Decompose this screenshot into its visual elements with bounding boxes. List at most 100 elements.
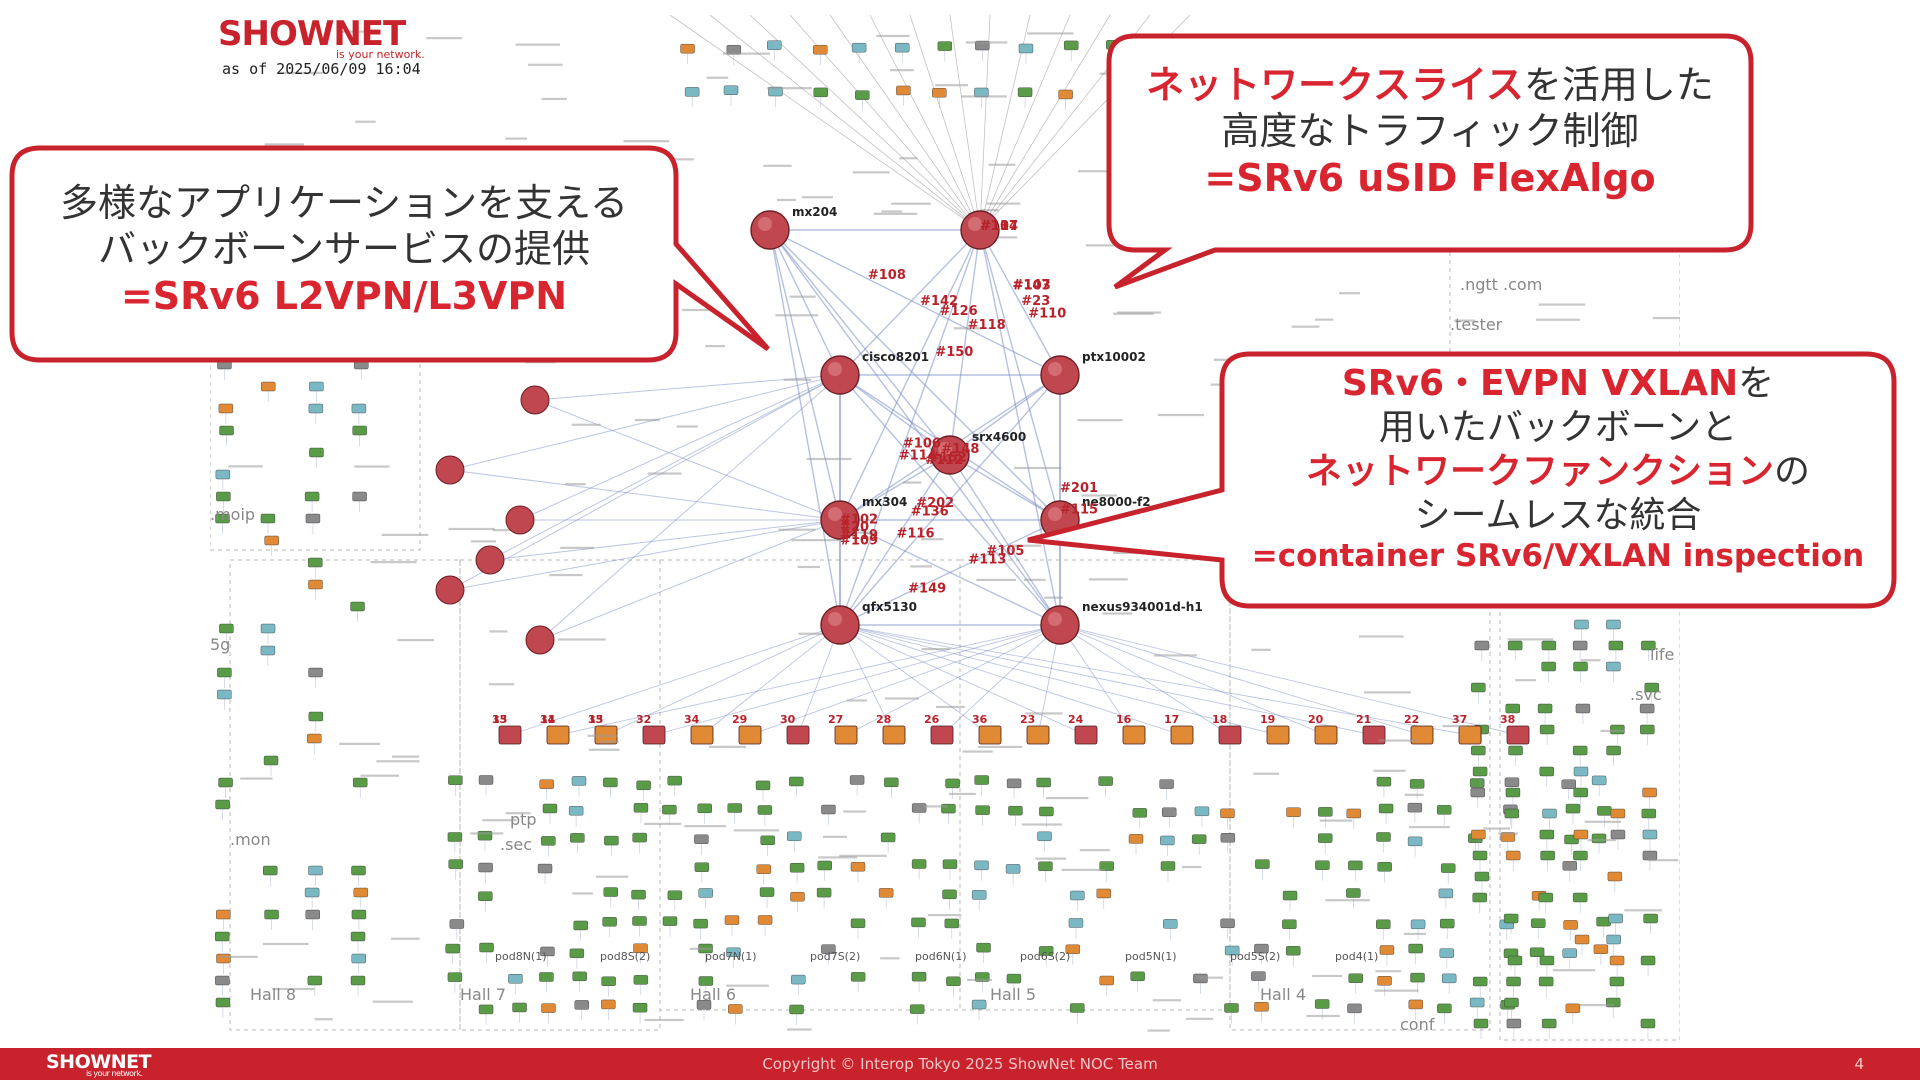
label-stub <box>709 746 746 748</box>
label-stub <box>978 746 1022 748</box>
device-icon <box>895 43 909 52</box>
device-icon <box>1378 976 1392 985</box>
device-icon <box>668 776 682 785</box>
label-stub <box>1117 311 1161 313</box>
device-icon <box>1507 1019 1521 1028</box>
device-icon <box>633 916 647 925</box>
zone-label: conf <box>1400 1015 1435 1034</box>
device-icon <box>1376 920 1390 929</box>
device-icon <box>1574 830 1588 839</box>
device-icon <box>305 492 319 501</box>
zone-label: .ngtt .com <box>1460 275 1542 294</box>
device-icon <box>760 888 774 897</box>
pod-number: 30 <box>780 713 796 726</box>
device-icon <box>353 778 367 787</box>
device-icon <box>1576 704 1590 713</box>
device-icon <box>1315 1000 1329 1009</box>
device-icon <box>787 832 801 841</box>
device-icon <box>261 624 275 633</box>
pod-number: 38 <box>1500 713 1515 726</box>
device-icon <box>634 803 648 812</box>
device-icon <box>758 915 772 924</box>
label-stub <box>220 956 258 958</box>
label-stub <box>565 483 586 485</box>
aggregation-router <box>526 626 554 654</box>
device-icon <box>1251 972 1265 981</box>
callout-flexalgo: ネットワークスライスを活用した 高度なトラフィック制御 =SRv6 uSID F… <box>1105 32 1755 262</box>
pod-number: 26 <box>924 713 940 726</box>
device-icon <box>351 932 365 941</box>
label-stub <box>1374 770 1406 772</box>
device-icon <box>305 888 319 897</box>
device-icon <box>478 892 492 901</box>
device-icon <box>1606 620 1620 629</box>
callout-vxlan-inspection: SRv6・EVPN VXLANを 用いたバックボーンと ネットワークファンクショ… <box>1218 350 1898 612</box>
device-icon <box>261 514 275 523</box>
device-icon <box>1471 830 1485 839</box>
device-icon <box>1540 830 1554 839</box>
zone-label: .tester <box>1450 315 1503 334</box>
device-icon <box>1037 778 1051 787</box>
device-icon <box>1163 919 1177 928</box>
device-icon <box>1574 662 1588 671</box>
device-icon <box>946 977 960 986</box>
pod-switch <box>1219 726 1241 744</box>
device-icon <box>789 777 803 786</box>
device-icon <box>1563 861 1577 870</box>
label-stub <box>240 777 272 779</box>
pod-switch <box>883 726 905 744</box>
device-icon <box>1643 851 1657 860</box>
device-icon <box>767 41 781 50</box>
device-icon <box>912 859 926 868</box>
device-icon <box>943 860 957 869</box>
pod-number: 34 <box>684 713 700 726</box>
device-icon <box>1099 777 1113 786</box>
callout-vxlan-highlight1: SRv6・EVPN VXLAN <box>1342 363 1738 404</box>
label-stub <box>924 805 948 807</box>
device-icon <box>1574 788 1588 797</box>
device-icon <box>1349 974 1363 983</box>
agg-link <box>540 375 840 640</box>
device-icon <box>602 977 616 986</box>
device-icon <box>637 781 651 790</box>
callout-vxlan-line1: SRv6・EVPN VXLANを <box>1222 362 1894 406</box>
device-icon <box>603 917 617 926</box>
device-icon <box>352 404 366 413</box>
label-stub <box>599 741 619 743</box>
device-icon <box>694 835 708 844</box>
device-icon <box>263 866 277 875</box>
device-icon <box>1505 809 1519 818</box>
aggregation-router <box>506 506 534 534</box>
device-icon <box>821 805 835 814</box>
label-stub <box>1315 319 1334 321</box>
pod-switch <box>499 726 521 744</box>
device-icon <box>1539 977 1553 986</box>
device-icon <box>1347 809 1361 818</box>
device-icon <box>938 42 952 51</box>
device-icon <box>1474 1019 1488 1028</box>
device-icon <box>1643 788 1657 797</box>
label-stub <box>644 823 681 825</box>
label-stub <box>1251 649 1270 651</box>
label-stub <box>1196 977 1223 979</box>
device-icon <box>1473 767 1487 776</box>
device-icon <box>1195 807 1209 816</box>
device-icon <box>1573 893 1587 902</box>
label-stub <box>426 37 462 39</box>
label-stub <box>1539 303 1586 305</box>
label-stub <box>853 171 890 173</box>
pod-number: 16 <box>1116 713 1132 726</box>
label-stub <box>228 465 262 467</box>
label-stub <box>361 775 400 777</box>
device-icon <box>1509 746 1523 755</box>
core-router-highlight <box>1048 362 1062 376</box>
device-icon <box>1007 779 1021 788</box>
device-icon <box>695 863 709 872</box>
device-icon <box>309 580 323 589</box>
device-icon <box>977 943 991 952</box>
pod-label: pod8N(1) <box>495 950 547 963</box>
device-icon <box>1282 920 1296 929</box>
label-stub <box>890 69 914 71</box>
device-icon <box>572 776 586 785</box>
label-stub <box>707 77 729 79</box>
